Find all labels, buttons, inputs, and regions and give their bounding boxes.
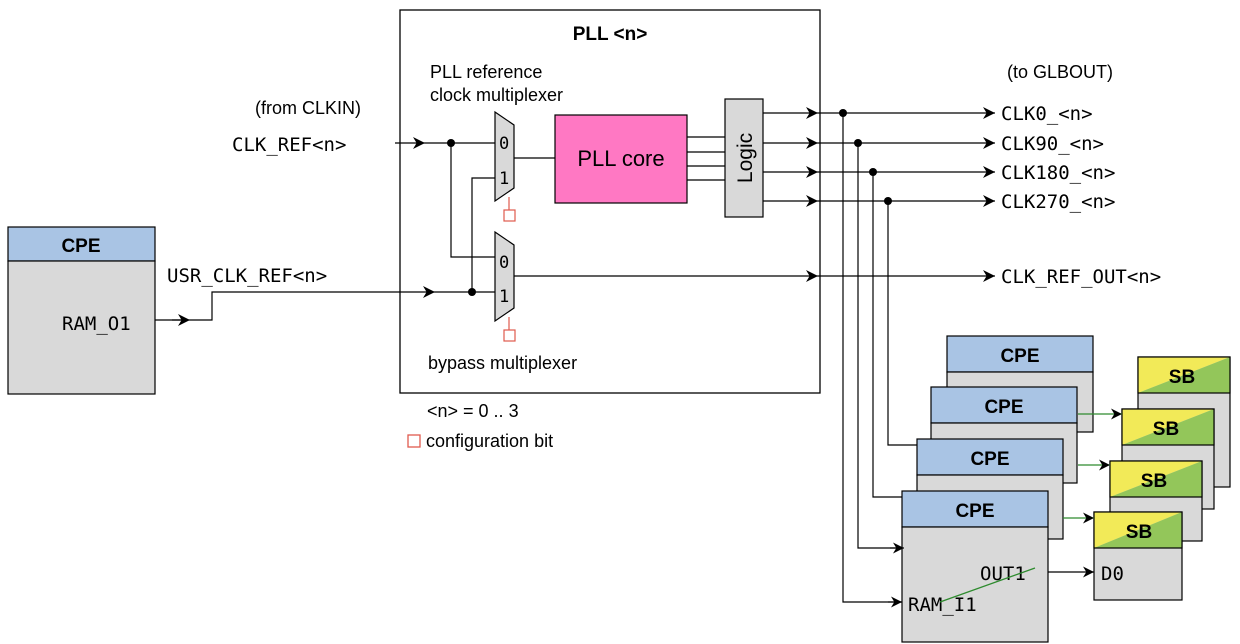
junction-clk0 (839, 109, 847, 117)
legend-config-bit: configuration bit (426, 431, 553, 451)
cpe-input-arrows (888, 542, 904, 608)
ref-mux-in1: 1 (499, 169, 509, 189)
left-cpe-port: RAM_O1 (62, 313, 131, 335)
clk90-label: CLK90_<n> (1001, 133, 1104, 155)
ref-mux: 0 1 (494, 110, 516, 222)
pll-title: PLL <n> (573, 24, 648, 45)
bypass-mux-in1: 1 (499, 287, 509, 307)
sb-block-1-title: SB (1126, 522, 1152, 543)
junction-clk180 (869, 168, 877, 176)
cpe-to-sb-wires (1048, 408, 1122, 578)
legend-config-bit-icon (407, 434, 421, 448)
cpe-internal-route (939, 567, 1036, 603)
cpe-block-1-out-port: OUT1 (980, 563, 1026, 585)
left-cpe: CPE RAM_O1 (7, 226, 156, 395)
cpe-block-2-title: CPE (970, 449, 1009, 470)
bypass-mux-in0: 0 (499, 253, 509, 273)
cpe-block-1: CPE OUT1 RAM_I1 (901, 490, 1049, 643)
junction-usr-clk-ref (468, 288, 476, 296)
bypass-mux-label: bypass multiplexer (428, 353, 577, 373)
sb-block-2-title: SB (1141, 471, 1167, 492)
from-clkin-label: (from CLKIN) (255, 98, 361, 118)
left-cpe-title: CPE (61, 236, 100, 257)
to-glbout-label: (to GLBOUT) (1007, 62, 1113, 82)
clk180-label: CLK180_<n> (1001, 162, 1115, 184)
bypass-mux-config-bit (503, 329, 516, 342)
legend-range: <n> = 0 .. 3 (427, 401, 519, 421)
junction-clk90 (854, 139, 862, 147)
cpe-block-4-title: CPE (1000, 346, 1039, 367)
junction-clk270 (884, 197, 892, 205)
cpe-block-1-title: CPE (955, 501, 994, 522)
sb-block-3-title: SB (1153, 419, 1179, 440)
cpe-block-3-title: CPE (984, 397, 1023, 418)
ref-mux-label-1: PLL reference (430, 62, 542, 82)
clk0-label: CLK0_<n> (1001, 103, 1093, 125)
clk270-label: CLK270_<n> (1001, 191, 1115, 213)
usr-clk-ref-label: USR_CLK_REF<n> (167, 265, 327, 287)
sb-block-1: SB D0 (1093, 511, 1183, 601)
cpe-block-1-in-port: RAM_I1 (908, 594, 977, 616)
bypass-mux: 0 1 (494, 230, 516, 342)
logic-block (724, 98, 764, 218)
ref-mux-label-2: clock multiplexer (430, 85, 563, 105)
sb-block-4-title: SB (1169, 367, 1195, 388)
clk-ref-label: CLK_REF<n> (232, 134, 346, 156)
ref-mux-config-bit (503, 209, 516, 222)
input-wires (155, 137, 495, 326)
junction-clk-ref (447, 139, 455, 147)
core-to-logic-wires (687, 136, 725, 181)
clk-ref-out-label: CLK_REF_OUT<n> (1001, 266, 1161, 288)
pll-core (554, 114, 688, 204)
pll-core-label: PLL core (577, 146, 664, 171)
output-wires (514, 107, 995, 282)
sb-block-1-port: D0 (1101, 563, 1124, 585)
ref-mux-in0: 0 (499, 134, 509, 154)
logic-label: Logic (734, 133, 757, 183)
